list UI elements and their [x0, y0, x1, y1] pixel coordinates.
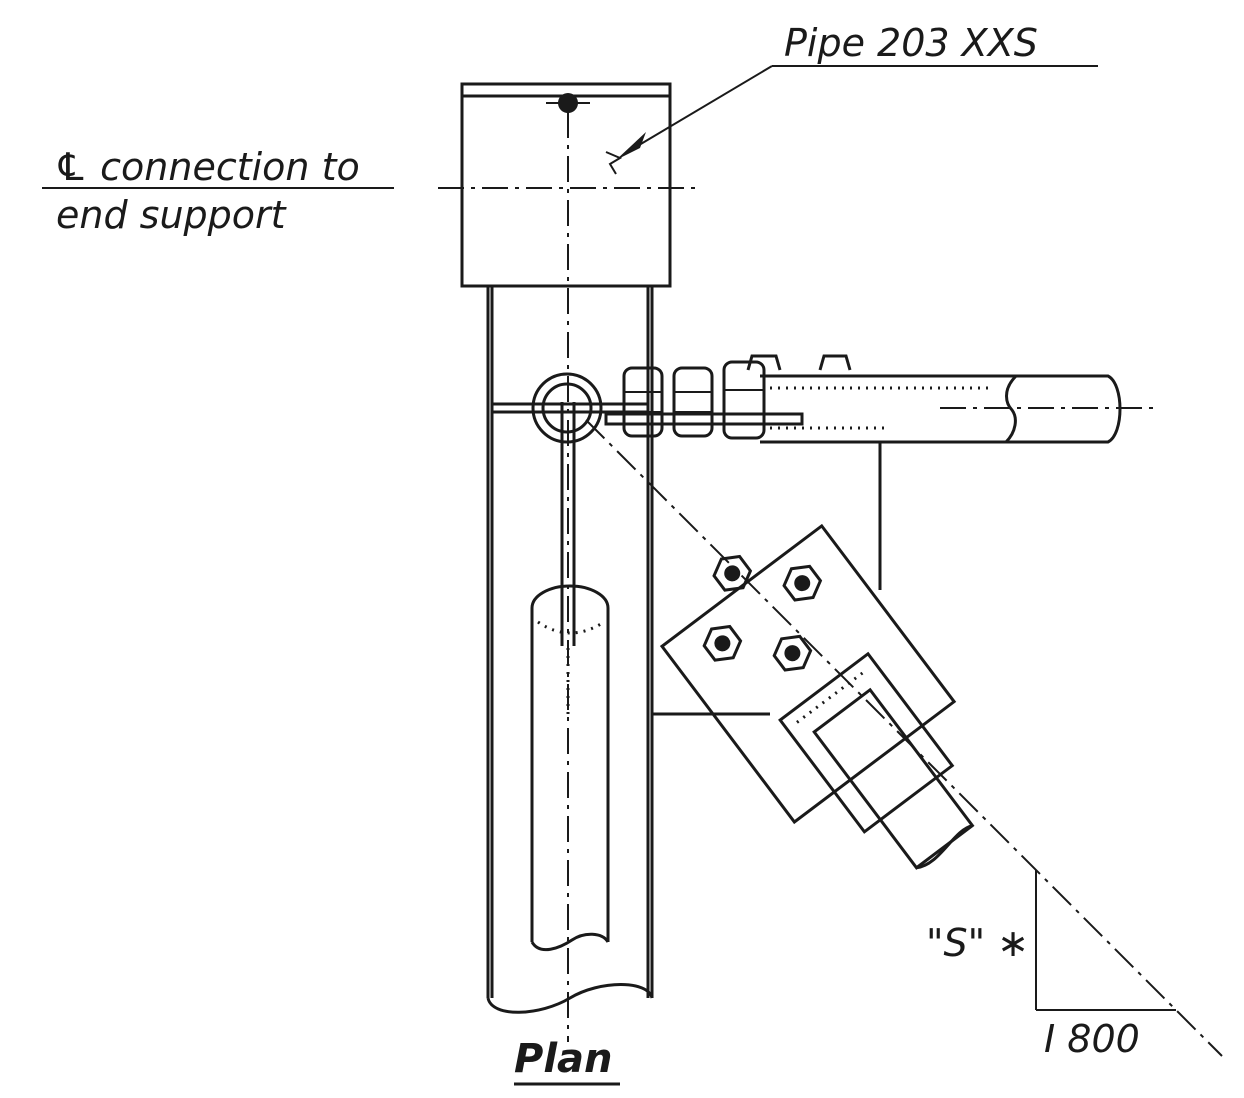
weld-symbol: [605, 151, 623, 175]
diagonal-centerline: [585, 419, 1223, 1057]
pin-inner-ring: [541, 382, 593, 434]
slope-rise-label: "S" ∗: [926, 921, 1029, 965]
slope-indicator: "S" ∗ I 800: [926, 870, 1176, 1061]
end-support-box: [460, 82, 672, 288]
pipe-leader-line: [623, 65, 773, 155]
diagonal-plate: [659, 523, 957, 825]
right-pipe: [760, 374, 1158, 444]
connection-label-line1: ℄ connection to: [54, 145, 360, 189]
leader-arrowhead: [616, 132, 646, 160]
rail-nut-2: [672, 366, 714, 438]
diagonal-socket: [778, 651, 955, 834]
slope-run-label: I 800: [1044, 1017, 1140, 1061]
inner-pipe: [530, 402, 610, 952]
main-post: [486, 286, 654, 1014]
diagonal-plate-group: [659, 523, 975, 870]
horizontal-rail: [492, 354, 852, 440]
connection-label-line2: end support: [56, 193, 288, 237]
rail-nut-3: [722, 360, 766, 440]
pin-outer-ring: [531, 372, 603, 444]
plate-bolts: [702, 554, 823, 672]
pipe-label-group: Pipe 203 XXS: [605, 21, 1098, 175]
rail-nut-1: [622, 366, 664, 438]
view-title: Plan: [514, 1036, 613, 1082]
pipe-label: Pipe 203 XXS: [784, 21, 1038, 65]
post-break-line: [486, 983, 654, 1014]
diagonal-brace-pipe: [812, 687, 975, 870]
bolt-marker: [558, 93, 578, 113]
rail-top-bolts: [746, 354, 852, 371]
connection-label-group: ℄ connection to end support: [42, 145, 394, 237]
